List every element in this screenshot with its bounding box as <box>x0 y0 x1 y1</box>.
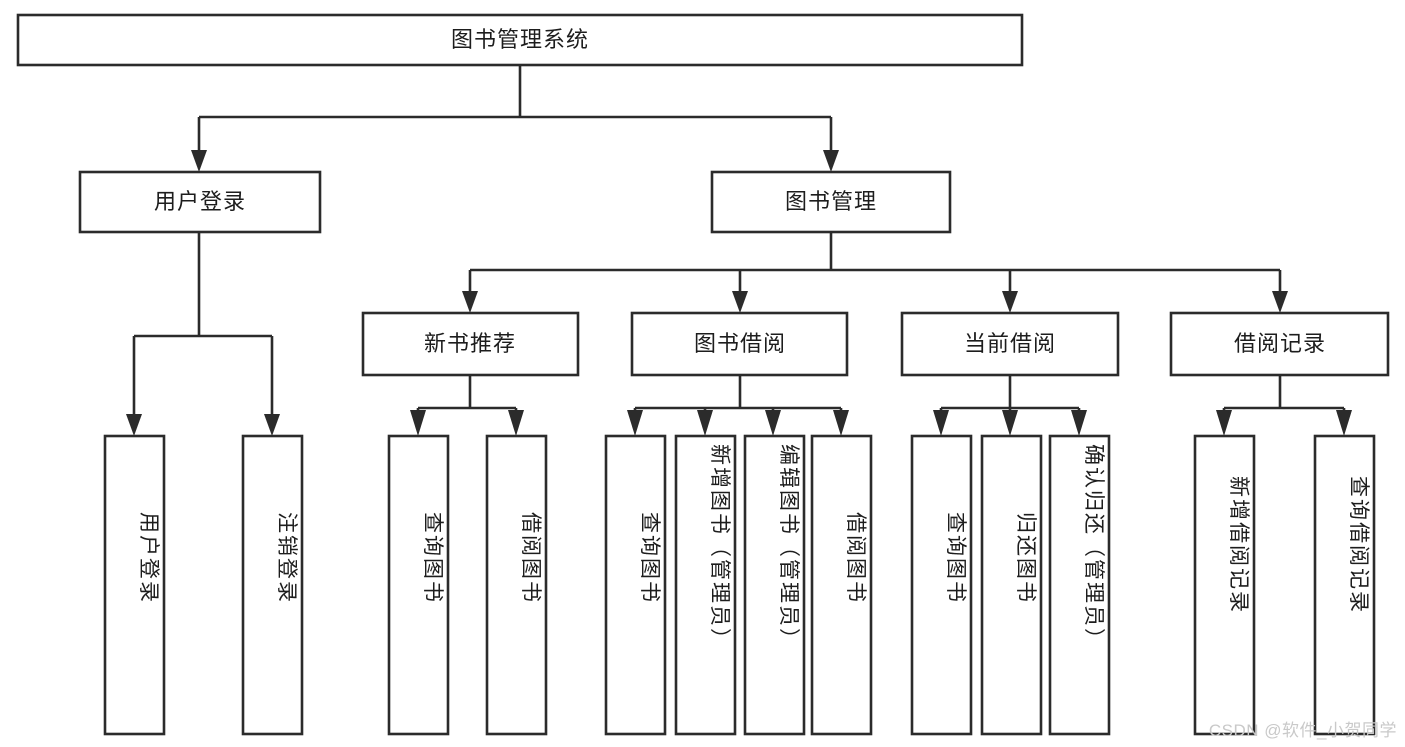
arrow-head-user-login <box>191 150 207 172</box>
node-book-borrow-box[interactable] <box>630 311 849 377</box>
connector-layer <box>126 65 1352 436</box>
leaf-record-add-label: 新增借阅记录 <box>1227 476 1250 614</box>
node-root-box[interactable] <box>16 13 1024 67</box>
node-borrow-record-label: 借阅记录 <box>1234 331 1326 356</box>
leaf-bookborrow-edit-box[interactable] <box>743 434 806 736</box>
leaf-node[interactable]: 归还图书 <box>980 434 1043 736</box>
arrow-head-borrowrecord-leaf1 <box>1216 410 1232 436</box>
leaf-currentborrow-query-box[interactable] <box>910 434 973 736</box>
node-new-book-recommend-label: 新书推荐 <box>424 331 516 356</box>
leaf-record-query-label: 查询借阅记录 <box>1347 476 1370 614</box>
leaf-record-query-box[interactable] <box>1313 434 1376 736</box>
arrow-head-newbook-leaf2 <box>508 410 524 436</box>
leaf-node[interactable]: 查询图书 <box>910 434 973 736</box>
arrow-head-book-manage <box>823 150 839 172</box>
leaf-record-add-box[interactable] <box>1193 434 1256 736</box>
leaf-user-login-label: 用户登录 <box>137 512 160 604</box>
leaf-currentborrow-confirm-box[interactable] <box>1048 434 1111 736</box>
leaf-node[interactable]: 查询图书 <box>387 434 450 736</box>
arrow-head-bookborrow-leaf3 <box>765 410 781 436</box>
arrow-head-borrowrecord-leaf2 <box>1336 410 1352 436</box>
arrow-head-bookborrow-leaf2 <box>697 410 713 436</box>
leaf-newbook-borrow-label: 借阅图书 <box>519 512 542 604</box>
leaf-node[interactable]: 编辑图书（管理员） <box>743 434 806 736</box>
leaf-bookborrow-borrow-box[interactable] <box>810 434 873 736</box>
node-current-borrow-box[interactable] <box>900 311 1120 377</box>
node-book-manage[interactable]: 图书管理 <box>710 170 952 234</box>
node-user-login[interactable]: 用户登录 <box>78 170 322 234</box>
node-current-borrow[interactable]: 当前借阅 <box>900 311 1120 377</box>
node-user-login-label: 用户登录 <box>154 189 246 214</box>
arrow-head-leaf-logout <box>264 414 280 436</box>
node-borrow-record[interactable]: 借阅记录 <box>1169 311 1390 377</box>
node-new-book-recommend-box[interactable] <box>361 311 580 377</box>
node-root-label: 图书管理系统 <box>451 27 589 52</box>
leaf-node[interactable]: 借阅图书 <box>485 434 548 736</box>
arrow-head-bookborrow-leaf4 <box>833 410 849 436</box>
leaf-node[interactable]: 新增图书（管理员） <box>674 434 737 736</box>
leaf-node[interactable]: 借阅图书 <box>810 434 873 736</box>
leaf-node[interactable]: 确认归还（管理员） <box>1048 434 1111 736</box>
node-book-manage-box[interactable] <box>710 170 952 234</box>
node-book-borrow-label: 图书借阅 <box>694 331 786 356</box>
leaf-bookborrow-borrow-label: 借阅图书 <box>844 512 867 604</box>
leaf-bookborrow-add-label: 新增图书（管理员） <box>708 444 731 651</box>
arrow-head-currentborrow-leaf3 <box>1071 410 1087 436</box>
arrow-head-leaf-user-login <box>126 414 142 436</box>
arrow-head-newbook-leaf1 <box>410 410 426 436</box>
leaf-logout-label: 注销登录 <box>275 512 298 604</box>
leaf-node[interactable]: 用户登录 <box>103 434 166 736</box>
arrow-head-currentborrow-leaf2 <box>1002 410 1018 436</box>
leaf-bookborrow-edit-label: 编辑图书（管理员） <box>777 444 800 651</box>
leaf-node[interactable]: 注销登录 <box>241 434 304 736</box>
node-borrow-record-box[interactable] <box>1169 311 1390 377</box>
node-new-book-recommend[interactable]: 新书推荐 <box>361 311 580 377</box>
leaf-currentborrow-return-label: 归还图书 <box>1014 512 1037 604</box>
node-root[interactable]: 图书管理系统 <box>16 13 1024 67</box>
node-book-borrow[interactable]: 图书借阅 <box>630 311 849 377</box>
leaf-node[interactable]: 新增借阅记录 <box>1193 434 1256 736</box>
leaf-node[interactable]: 查询图书 <box>604 434 667 736</box>
node-book-manage-label: 图书管理 <box>785 189 877 214</box>
leaf-bookborrow-add-box[interactable] <box>674 434 737 736</box>
leaf-newbook-query-box[interactable] <box>387 434 450 736</box>
leaf-bookborrow-query-box[interactable] <box>604 434 667 736</box>
arrow-head-new-book <box>462 291 478 313</box>
leaf-node[interactable]: 查询借阅记录 <box>1313 434 1376 736</box>
node-user-login-box[interactable] <box>78 170 322 234</box>
arrow-head-bookborrow-leaf1 <box>627 410 643 436</box>
leaf-newbook-query-label: 查询图书 <box>421 512 444 604</box>
leaf-currentborrow-query-label: 查询图书 <box>944 512 967 604</box>
leaf-logout-box[interactable] <box>241 434 304 736</box>
leaf-newbook-borrow-box[interactable] <box>485 434 548 736</box>
leaf-bookborrow-query-label: 查询图书 <box>638 512 661 604</box>
arrow-head-current-borrow <box>1002 291 1018 313</box>
arrow-head-borrow-record <box>1272 291 1288 313</box>
node-current-borrow-label: 当前借阅 <box>964 331 1056 356</box>
leaf-user-login-box[interactable] <box>103 434 166 736</box>
leaf-currentborrow-confirm-label: 确认归还（管理员） <box>1082 444 1105 651</box>
arrow-head-currentborrow-leaf1 <box>933 410 949 436</box>
leaf-currentborrow-return-box[interactable] <box>980 434 1043 736</box>
arrow-head-book-borrow <box>732 291 748 313</box>
